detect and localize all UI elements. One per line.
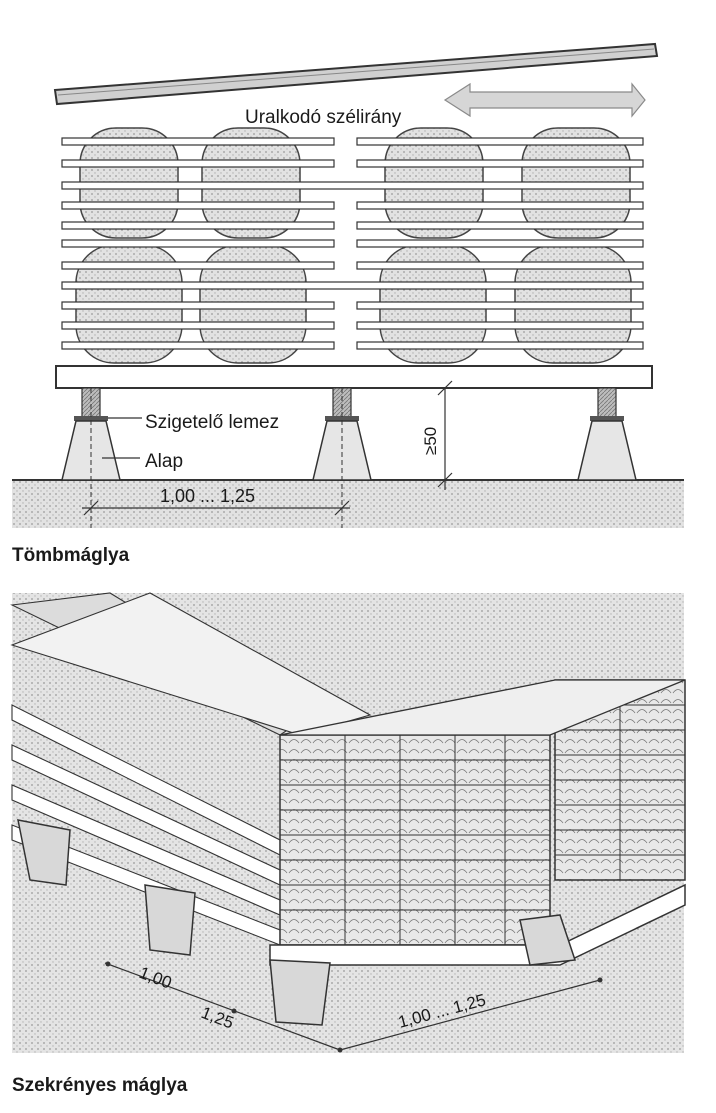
insulation-plate [590, 416, 624, 421]
foundation-block [17, 819, 71, 886]
sticker-board [356, 137, 644, 146]
insulation-label: Szigetelő lemez [145, 412, 279, 433]
sticker-board [61, 281, 644, 290]
sticker-board [356, 159, 644, 168]
right-dimension-line [339, 979, 601, 1051]
span-dimension-tick [334, 500, 350, 516]
insulation-plate [325, 416, 359, 421]
top-board [10, 592, 372, 736]
figure-caption-block-stack: Tömbmáglya [12, 545, 130, 566]
foundation-block [144, 884, 196, 956]
post [597, 387, 617, 419]
sticker-boards [61, 137, 644, 350]
sticker-board [61, 137, 335, 146]
front-sticker-rows [280, 735, 550, 945]
span-dimension-tick [83, 500, 99, 516]
roof-board-edge [57, 48, 655, 96]
dimension-point [231, 1008, 237, 1014]
box-stack-diagram: 1,00 1,25 1,00 ... 1,25 [10, 592, 686, 1053]
base-beam [55, 365, 653, 389]
sticker-board [61, 239, 335, 248]
foundations [17, 819, 577, 1026]
ground [12, 480, 684, 528]
foundation [61, 420, 121, 481]
sticker-board [61, 181, 644, 190]
sticker-board [61, 321, 335, 330]
sticker-board [356, 221, 644, 230]
left-stack-boards [10, 592, 372, 946]
foundation [577, 420, 637, 481]
insulation-plate [74, 416, 108, 421]
sticker-board [61, 301, 335, 310]
sticker-board [356, 301, 644, 310]
left-dimension-line [104, 962, 341, 1051]
span-dimension-label: 1,00 ... 1,25 [160, 486, 255, 506]
height-dimension-label: ≥50 [421, 427, 440, 455]
sticker-board [356, 261, 644, 270]
base-label: Alap [145, 451, 183, 472]
dimension-point [105, 961, 111, 967]
sticker-board [61, 159, 335, 168]
sticker-board [61, 341, 335, 350]
stack-top-surface [279, 679, 686, 736]
block-stack-diagram: Uralkodó szélirány [12, 42, 684, 528]
sticker-board [61, 221, 335, 230]
sticker-board [356, 239, 644, 248]
wind-direction-arrow [443, 82, 646, 118]
height-dimension-tick [437, 380, 453, 396]
roof-board [53, 42, 659, 106]
right-sticker-rows [555, 680, 685, 880]
sticker-board [356, 321, 644, 330]
sticker-board [61, 261, 335, 270]
foundation [312, 420, 372, 481]
supports [61, 387, 637, 481]
figure-caption-box-stack: Szekrényes máglya [12, 1075, 188, 1096]
height-dimension-tick [437, 472, 453, 488]
front-stack-face [279, 734, 551, 946]
sticker-board [356, 341, 644, 350]
sticker-board [356, 201, 644, 210]
foundation-block [269, 959, 331, 1026]
wind-direction-label: Uralkodó szélirány [245, 107, 402, 128]
sticker-board [61, 201, 335, 210]
dimension-point [597, 977, 603, 983]
foundation-block [519, 914, 577, 966]
